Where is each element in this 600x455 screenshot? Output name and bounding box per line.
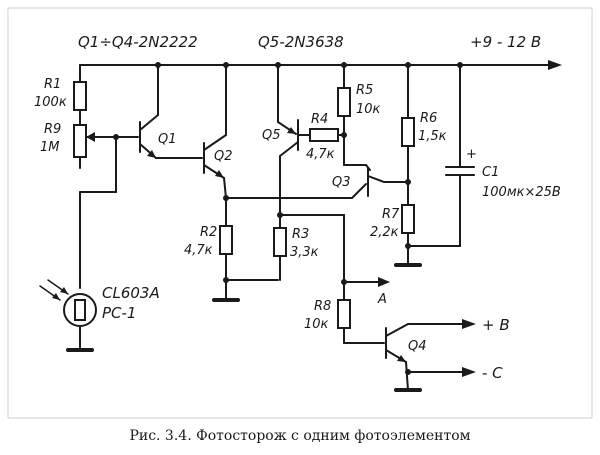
r9-value: 1М (40, 140, 60, 155)
figure-caption: Рис. 3.4. Фотосторож с одним фотоэлемент… (129, 428, 471, 444)
photoresistor (63, 293, 97, 352)
r5-label: R5 (356, 83, 373, 98)
supply-voltage-label: +9 - 12 В (470, 33, 541, 51)
q2-q3-link (225, 183, 367, 199)
q5-label: Q5 (262, 128, 281, 143)
output-a-label: A (377, 292, 387, 307)
r1-value: 100к (34, 95, 67, 110)
resistor-r7 (394, 204, 461, 267)
resistor-r8 (337, 281, 385, 344)
resistor-r1 (73, 64, 87, 126)
circuit-diagram: Q1÷Q4-2N2222 Q5-2N3638 +9 - 12 В R1 100к… (7, 7, 593, 419)
transistor-type-q5: Q5-2N3638 (258, 33, 344, 51)
q1-label: Q1 (158, 132, 177, 147)
r6-label: R6 (420, 111, 437, 126)
r2-label: R2 (200, 225, 217, 240)
resistor-r3 (273, 212, 347, 285)
r4-value: 4,7к (306, 147, 335, 162)
q2-label: Q2 (214, 149, 233, 164)
diagram-border (7, 7, 593, 419)
photo-label: CL603A (102, 284, 160, 302)
r7-label: R7 (382, 207, 400, 222)
r2-value: 4,7к (184, 243, 213, 258)
output-a-line (343, 277, 390, 287)
transistor-type-q1-q4: Q1÷Q4-2N2222 (78, 33, 198, 51)
c1-plus-mark: + (466, 147, 477, 162)
potentiometer-r9 (73, 124, 117, 169)
q1-base-node (79, 134, 139, 289)
light-arrows-icon (39, 279, 69, 301)
resistor-r6 (401, 64, 415, 206)
q4-label: Q4 (408, 339, 427, 354)
c1-label: C1 (482, 165, 499, 180)
r3-label: R3 (292, 227, 309, 242)
r1-label: R1 (44, 77, 61, 92)
r9-label: R9 (44, 122, 61, 137)
capacitor-c1 (445, 64, 475, 247)
r8-label: R8 (314, 299, 331, 314)
r4-label: R4 (311, 112, 328, 127)
output-b-label: + В (482, 316, 510, 334)
r3-value: 3,3к (290, 245, 319, 260)
resistor-r2 (212, 195, 279, 302)
c1-value: 100мк×25В (482, 185, 561, 200)
transistor-q5 (277, 64, 311, 216)
transistor-q3 (365, 164, 411, 197)
photo-type: РС-1 (102, 304, 136, 322)
r5-value: 10к (356, 102, 381, 117)
r7-value: 2,2к (370, 225, 399, 240)
supply-rail (79, 60, 562, 70)
transistor-q2 (185, 64, 227, 199)
q3-label: Q3 (332, 175, 351, 190)
r8-value: 10к (304, 317, 329, 332)
r6-value: 1,5к (418, 129, 447, 144)
transistor-q1 (139, 64, 187, 159)
resistor-r5 (337, 64, 367, 166)
resistor-r4 (309, 128, 347, 142)
transistor-q4 (385, 319, 476, 392)
output-c-label: - С (482, 364, 503, 382)
